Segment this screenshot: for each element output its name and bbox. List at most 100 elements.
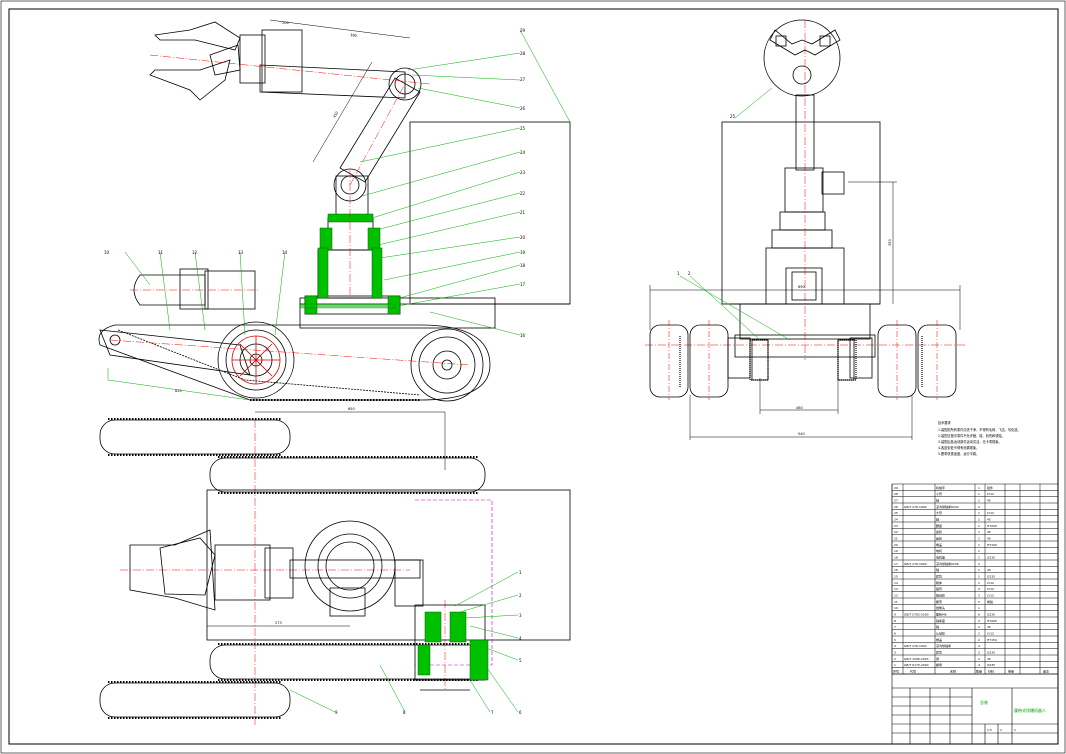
- drawing-scale: 1:5: [987, 728, 992, 732]
- bom-cell-no: 19: [894, 549, 898, 553]
- bom-cell-name: 套筒: [936, 574, 942, 579]
- top-sections: [417, 611, 489, 681]
- drawing-title: 履带式排爆机器人: [1014, 707, 1046, 713]
- bom-cell-name: 齿轮: [936, 529, 942, 534]
- dimension: 350: [888, 239, 892, 246]
- bom-cell-name: 齿轮: [936, 536, 942, 541]
- bom-cell-name: 套筒: [936, 650, 942, 655]
- bom-cell-qty: 2: [978, 657, 980, 661]
- bom-cell-material: 45: [987, 625, 991, 629]
- bom-cell-no: 3: [894, 651, 896, 655]
- bom-cell-material: 橡胶: [987, 599, 993, 604]
- leaders-side: [124, 29, 571, 336]
- tech-requirements: 技术要求 1.装配前所有零件清洗干净，不得有毛刺、飞边、氧化皮。 2.装配过程中…: [938, 420, 1021, 456]
- bom-cell-name: 螺母: [936, 662, 942, 667]
- bom-cell-no: 13: [894, 587, 898, 591]
- tech-line: 1.装配前所有零件清洗干净，不得有毛刺、飞边、氧化皮。: [938, 427, 1021, 432]
- bom-cell-name: 深沟球轴承6206: [936, 561, 959, 566]
- bom-cell-material: LY12: [987, 587, 994, 591]
- leaders-front: [679, 87, 791, 341]
- bom-cell-no: 16: [894, 568, 898, 572]
- dimension: 200: [282, 21, 289, 25]
- bom-cell-material: LY12: [987, 492, 994, 496]
- bom-cell-name: 履带: [936, 599, 942, 604]
- bom-cell-no: 6: [894, 632, 896, 636]
- top-tracks-treads: [108, 418, 478, 719]
- bom-cell-material: 组件: [987, 485, 993, 490]
- front-centerlines-extra: [668, 320, 938, 400]
- balloon: 19: [520, 250, 526, 255]
- bom-cell-material: LY12: [987, 632, 994, 636]
- bom-cell-qty: 4: [978, 663, 980, 667]
- bom-cell-code: GB/T 276-1994: [904, 505, 927, 509]
- bom-cell-qty: 2: [978, 632, 980, 636]
- balloon: 1: [677, 271, 680, 276]
- bom-cell-no: 29: [894, 486, 898, 490]
- bom-cell-name: 键: [936, 656, 939, 661]
- bom-cell-no: 7: [894, 625, 896, 629]
- dims-front: 690 540 460 350: [796, 239, 892, 436]
- tech-line: 5.履带张紧适度，运行平稳。: [938, 451, 979, 456]
- balloon: 25: [730, 114, 736, 119]
- bom-cell-qty: 1: [978, 568, 980, 572]
- balloon: 29: [520, 28, 526, 33]
- bom-cell-material: HT200: [987, 524, 997, 528]
- balloon: 23: [520, 170, 526, 175]
- bom-header-weight: 重量: [1008, 669, 1014, 674]
- dimension: 450: [332, 111, 339, 119]
- bom-cell-qty: 4: [978, 644, 980, 648]
- bom-cell-no: 11: [894, 600, 898, 604]
- bom-header-name: 名称: [950, 669, 956, 674]
- bom-cell-qty: 1: [978, 518, 980, 522]
- bom-cell-qty: 2: [978, 625, 980, 629]
- bom-cell-no: 24: [894, 518, 898, 522]
- bom-cell-name: 螺栓M8: [936, 612, 947, 617]
- bom-cell-code: GB/T 276-1994: [904, 644, 927, 648]
- bom-cell-no: 14: [894, 581, 898, 585]
- bom-cell-no: 27: [894, 499, 898, 503]
- bom-cell-no: 2: [894, 657, 896, 661]
- bom-cell-qty: 8: [978, 613, 980, 617]
- bom-cell-name: 深沟球轴承: [936, 643, 951, 648]
- top-track-lower-outer: [99, 682, 291, 718]
- balloon: 17: [520, 282, 526, 287]
- title-block-text: 总装 履带式排爆机器人 1:5 1 1: [980, 699, 1046, 732]
- balloon: 2: [519, 593, 522, 598]
- bom-cell-qty: 2: [978, 600, 980, 604]
- top-gripper: [129, 529, 216, 611]
- bom-cell-name: 轴: [936, 624, 939, 629]
- bom-cell-name: 电机: [936, 548, 942, 553]
- bom-cell-material: LY12: [987, 511, 994, 515]
- top-waist: [304, 520, 396, 612]
- bom-cell-no: 8: [894, 619, 896, 623]
- balloon: 16: [520, 333, 526, 338]
- side-view-sections: [299, 213, 401, 315]
- bom-header-remark: 备注: [1043, 669, 1049, 674]
- bom-cell-no: 23: [894, 524, 898, 528]
- bom-cell-name: 轴: [936, 567, 939, 572]
- drawing-subtitle: 总装: [980, 699, 988, 705]
- bom-cell-qty: 1: [978, 543, 980, 547]
- bom-cell-no: 4: [894, 644, 896, 648]
- bom-cell-code: GB/T 1096-2003: [904, 657, 929, 661]
- tech-line: 4.各密封处不得有渗漏现象。: [938, 445, 979, 450]
- bom-header-no: 序号: [893, 669, 899, 674]
- bom-cell-material: HT200: [987, 619, 997, 623]
- bom-cell-qty: 1: [978, 530, 980, 534]
- bom-cell-material: 45: [987, 518, 991, 522]
- front-gears: [679, 336, 923, 388]
- tech-line: 2.装配过程中零件不允许磕、碰、划伤和锈蚀。: [938, 433, 1005, 438]
- bom-cell-name: 轴: [936, 517, 939, 522]
- track-side: [98, 324, 491, 401]
- bom-cell-no: 26: [894, 505, 898, 509]
- bom-cell-material: 45: [987, 537, 991, 541]
- balloon: 7: [491, 710, 494, 715]
- bom-cell-material: 45: [987, 657, 991, 661]
- bom-cell-qty: 2: [978, 587, 980, 591]
- bom-cell-no: 25: [894, 511, 898, 515]
- balloons-front: 1 2 25: [677, 114, 736, 276]
- dimension: 820: [175, 389, 182, 393]
- balloon: 1: [519, 570, 522, 575]
- drive-wheel: [217, 321, 295, 399]
